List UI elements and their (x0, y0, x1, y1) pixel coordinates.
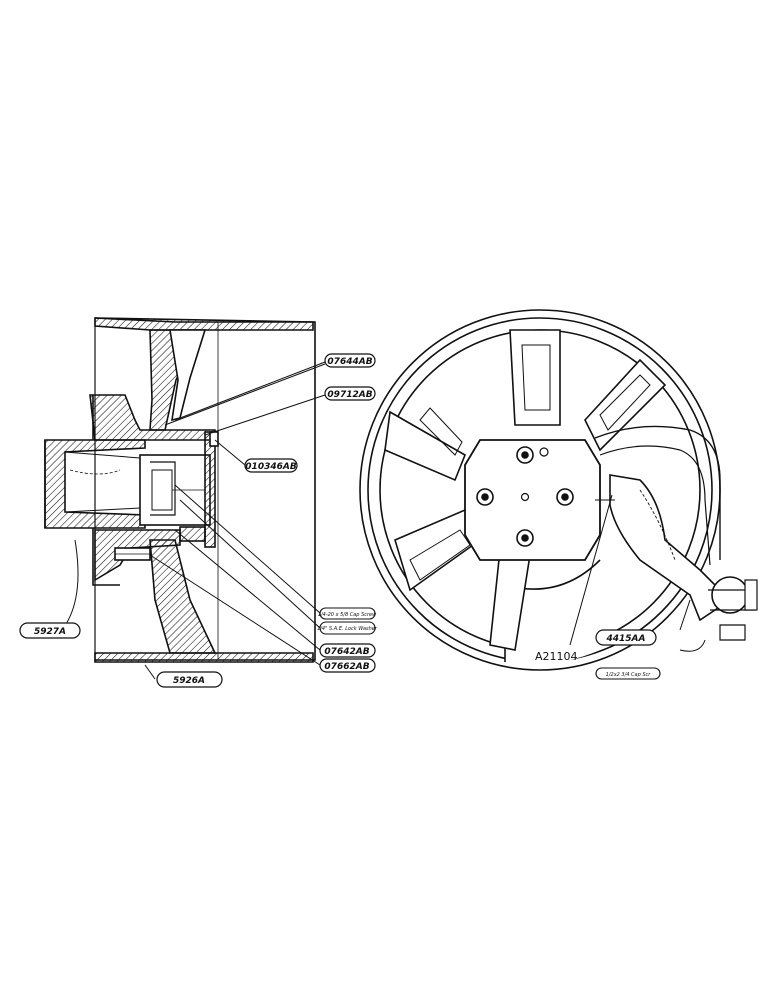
callout-small-1-label: 1/4-20 x 5/8 Cap Screw (318, 612, 377, 618)
callout-07642AB: 07642AB (319, 643, 376, 658)
callout-4415AA-label: 4415AA (606, 634, 646, 644)
callout-09712AB: 09712AB (324, 386, 376, 401)
callout-small-2-label: 1/4" S.A.E. Lock Washer (317, 626, 378, 632)
callout-09712AB-label: 09712AB (327, 390, 372, 400)
callout-010346AB-label: 010346AB (245, 462, 297, 472)
callout-07644AB-label: 07644AB (327, 357, 372, 367)
callout-07662AB-label: 07662AB (324, 662, 369, 672)
callout-5926A-label: 5926A (173, 676, 205, 686)
callout-4415AA: 4415AA (595, 629, 657, 646)
wheel-section-view (44, 317, 316, 663)
callout-5927A-label: 5927A (34, 627, 66, 637)
callout-small-2: 1/4" S.A.E. Lock Washer (317, 621, 378, 635)
callout-small-3: 1/2x2 3/4 Cap Scr (595, 667, 661, 680)
callout-small-1: 1/4-20 x 5/8 Cap Screw (318, 607, 377, 620)
callout-small-3-label: 1/2x2 3/4 Cap Scr (606, 672, 652, 678)
callout-5926A: 5926A (156, 671, 223, 688)
callout-07644AB: 07644AB (324, 353, 376, 368)
callout-A21104: A21104 (535, 650, 578, 663)
wheel-front-view (359, 309, 758, 671)
callout-010346AB: 010346AB (244, 458, 298, 473)
leader-lines (61, 361, 706, 680)
callout-A21104-label: A21104 (535, 650, 578, 663)
callout-07662AB: 07662AB (319, 658, 376, 673)
callout-5927A: 5927A (19, 622, 81, 639)
callout-07642AB-label: 07642AB (324, 647, 369, 657)
